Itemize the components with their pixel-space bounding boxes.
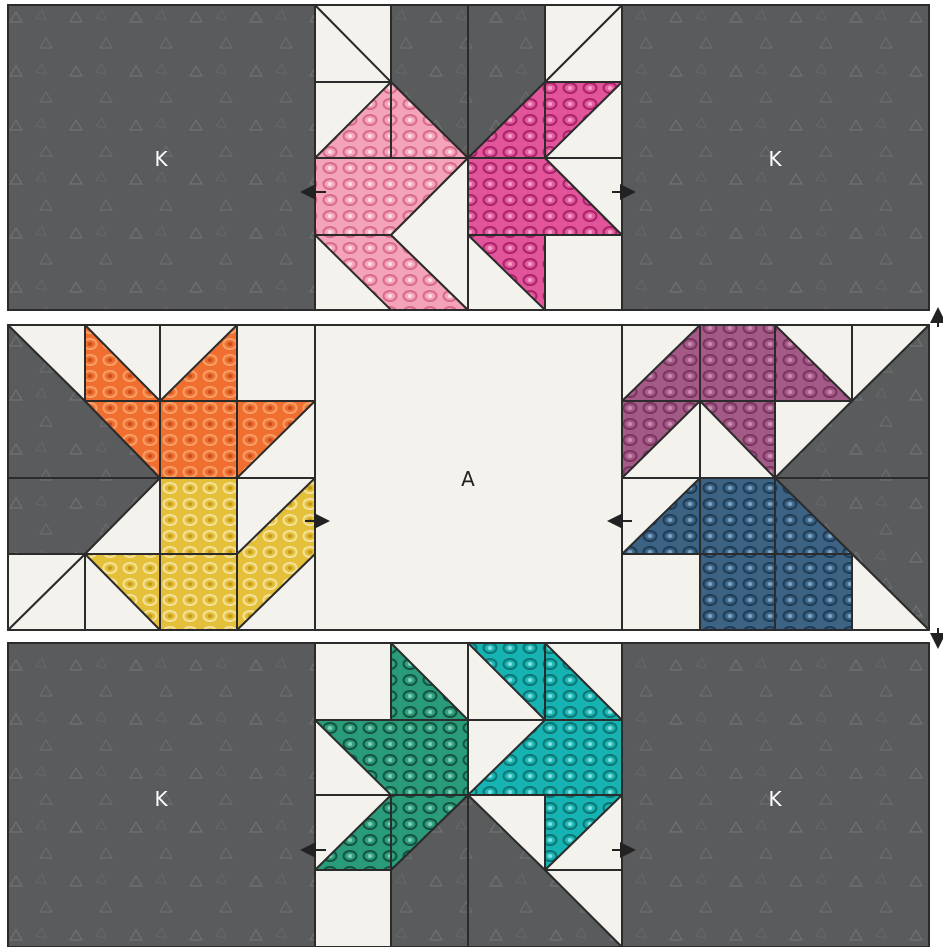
row-3: K K xyxy=(8,643,929,947)
corner-label-bottom-right: K xyxy=(768,787,782,811)
corner-label-top-left: K xyxy=(154,147,168,171)
star-block-bottom xyxy=(315,643,622,947)
center-label: A xyxy=(461,467,475,491)
star-block-right xyxy=(622,325,929,630)
star-block-left xyxy=(8,325,315,630)
corner-label-top-right: K xyxy=(768,147,782,171)
cream-piece xyxy=(545,235,622,310)
row-1: K K xyxy=(8,5,929,310)
row-2: A xyxy=(8,325,929,630)
corner-label-bottom-left: K xyxy=(154,787,168,811)
star-block-top xyxy=(315,5,622,310)
blue-leaf-piece xyxy=(775,554,852,630)
